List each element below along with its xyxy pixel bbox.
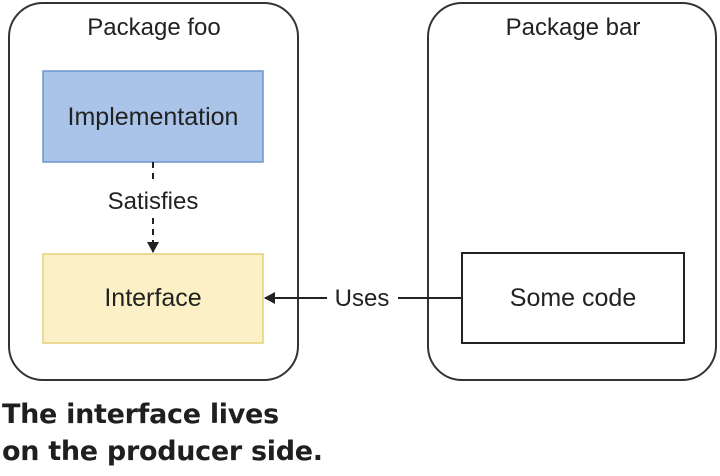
some-code-label: Some code [510,284,636,312]
implementation-box [42,70,264,163]
package-bar-border [427,2,717,381]
interface-box [42,253,264,344]
uses-edge: Uses [264,285,462,312]
some-code-node: Some code [461,252,685,344]
satisfies-edge: Satisfies [108,162,199,253]
interface-node: Interface [42,253,264,344]
package-foo: Package foo [8,2,299,381]
package-foo-border [8,2,299,381]
some-code-box [461,252,685,344]
package-foo-title: Package foo [87,14,220,41]
implementation-node: Implementation [42,70,264,163]
package-bar: Package bar [427,2,717,381]
interface-label: Interface [104,284,201,312]
implementation-label: Implementation [68,103,239,131]
caption-line-2: on the producer side. [2,436,323,467]
satisfies-label: Satisfies [108,188,199,215]
figure-caption: The interface lives on the producer side… [2,396,442,470]
caption-line-1: The interface lives [2,399,279,430]
uses-label: Uses [335,285,390,312]
package-bar-title: Package bar [506,14,641,41]
